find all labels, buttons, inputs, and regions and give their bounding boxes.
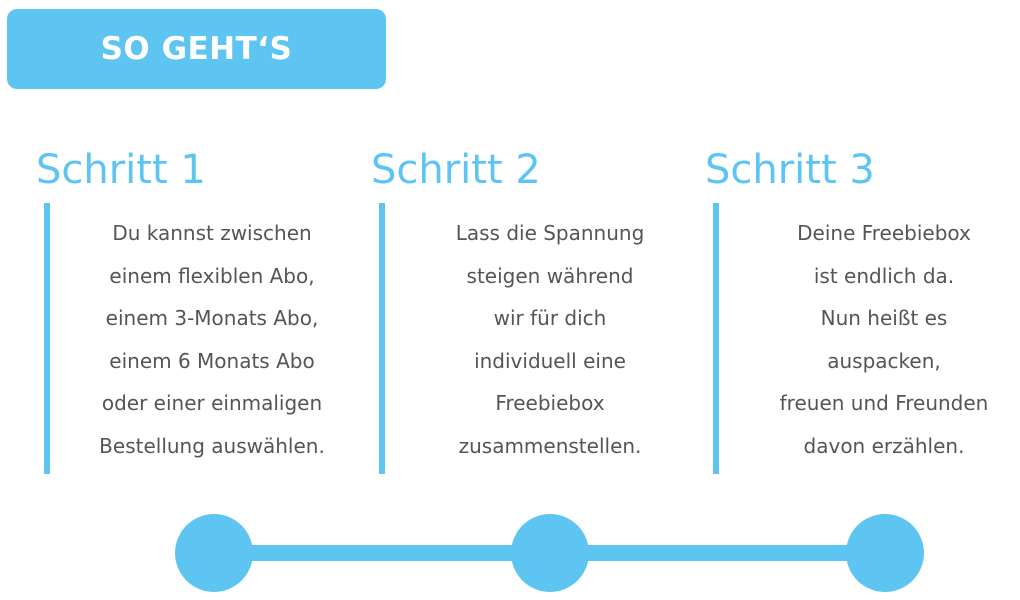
step-1-heading: Schritt 1 <box>36 147 206 193</box>
step-3-line: ist endlich da. <box>813 263 955 288</box>
title-banner: SO GEHT‘S <box>7 9 386 89</box>
step-2-line: wir für dich <box>493 306 607 330</box>
step-2-accent-bar <box>379 203 385 474</box>
step-3-accent-bar <box>713 203 719 474</box>
step-1-line: einem 3-Monats Abo, <box>105 306 319 330</box>
step-1-line: einem flexiblen Abo, <box>109 263 315 288</box>
step-3-line: Deine Freebiebox <box>797 221 971 245</box>
step-2-line: individuell eine <box>474 348 626 373</box>
step-1-line: Du kannst zwischen <box>112 221 312 245</box>
step-1-line: oder einer einmaligen <box>101 391 323 415</box>
step-3-line: davon erzählen. <box>803 433 965 458</box>
step-1-accent-bar <box>44 203 50 474</box>
step-2-line: zusammenstellen. <box>458 433 642 458</box>
step-1-description: Du kannst zwischen einem flexiblen Abo, … <box>76 212 348 467</box>
step-1-line: einem 6 Monats Abo <box>109 348 315 373</box>
step-3-line: freuen und Freunden <box>779 391 989 415</box>
step-1-line: Bestellung auswählen. <box>99 433 325 458</box>
timeline-dot-step-2 <box>511 514 589 592</box>
step-2-line: Lass die Spannung <box>455 221 645 245</box>
step-3-heading: Schritt 3 <box>705 147 875 193</box>
timeline-dot-step-3 <box>846 514 924 592</box>
step-3-line: Nun heißt es <box>820 306 948 330</box>
step-3-line: auspacken, <box>827 348 941 373</box>
timeline-dot-step-1 <box>175 514 253 592</box>
step-2-heading: Schritt 2 <box>371 147 541 193</box>
step-2-line: steigen während <box>466 263 634 288</box>
banner-title: SO GEHT‘S <box>100 31 293 67</box>
step-3-description: Deine Freebiebox ist endlich da. Nun hei… <box>749 212 1019 467</box>
step-2-description: Lass die Spannung steigen während wir fü… <box>411 212 689 467</box>
step-2-line: Freebiebox <box>495 391 605 415</box>
progress-timeline <box>175 514 925 592</box>
